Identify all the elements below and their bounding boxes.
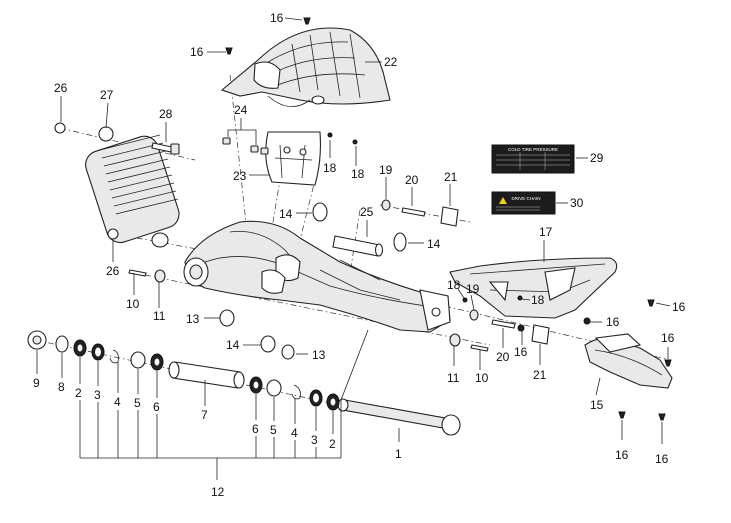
spacer-sleeve [332, 235, 384, 257]
callout-16: 16 [606, 315, 620, 329]
callout-4: 4 [291, 426, 298, 440]
callout-18: 18 [351, 167, 365, 181]
callout-17: 17 [539, 225, 553, 239]
drive-chain-title: DRIVE CHAIN [511, 196, 540, 201]
callout-13: 13 [186, 312, 200, 326]
callout-30: 30 [570, 196, 584, 210]
callout-22: 22 [384, 55, 398, 69]
right-bearing-stack [249, 376, 340, 411]
callout-11: 11 [153, 309, 166, 323]
callout-6: 6 [153, 400, 160, 414]
drive-chain-label: DRIVE CHAIN [491, 191, 556, 215]
callout-16: 16 [514, 345, 528, 359]
o-rings [219, 202, 407, 360]
chain-guard [449, 257, 618, 319]
callout-11: 11 [447, 371, 460, 385]
callout-20: 20 [405, 173, 419, 187]
callout-15: 15 [590, 398, 604, 412]
callout-20: 20 [496, 350, 510, 364]
callout-27: 27 [100, 88, 114, 102]
swingarm-body [183, 220, 451, 333]
spring-clips [222, 137, 269, 155]
callout-18: 18 [323, 161, 337, 175]
callout-18: 18 [447, 278, 461, 292]
rear-mudguard [220, 27, 391, 107]
callout-23: 23 [233, 169, 247, 183]
callout-19: 19 [379, 163, 393, 177]
left-bearing-stack [27, 330, 164, 371]
callout-26: 26 [106, 264, 120, 278]
callout-16: 16 [655, 452, 669, 466]
tire-label-title: COLD TIRE PRESSURE [508, 147, 558, 152]
callout-7: 7 [201, 408, 208, 422]
callout-28: 28 [159, 107, 173, 121]
callout-16: 16 [615, 448, 629, 462]
callout-16: 16 [661, 331, 675, 345]
pivot-axle [337, 398, 461, 436]
callout-21: 21 [533, 368, 547, 382]
callout-24: 24 [234, 103, 248, 117]
callout-9: 9 [33, 376, 40, 390]
callout-10: 10 [126, 297, 140, 311]
callout-18: 18 [531, 293, 545, 307]
callout-2: 2 [329, 437, 336, 451]
callout-6: 6 [252, 422, 259, 436]
callout-29: 29 [590, 151, 604, 165]
tire-pressure-label: COLD TIRE PRESSURE [491, 144, 575, 174]
mudguard-bracket [265, 131, 321, 186]
callout-4: 4 [114, 395, 121, 409]
callout-1: 1 [395, 447, 402, 461]
pivot-sleeve [168, 361, 245, 389]
chain-slider [584, 333, 673, 389]
callout-16: 16 [190, 45, 204, 59]
callout-25: 25 [360, 205, 374, 219]
rear-shock-absorber [85, 126, 180, 248]
callout-19: 19 [466, 282, 480, 296]
callout-5: 5 [134, 396, 141, 410]
callout-2: 2 [75, 386, 82, 400]
callout-16: 16 [672, 300, 686, 314]
callout-3: 3 [311, 433, 318, 447]
callout-3: 3 [94, 388, 101, 402]
callout-10: 10 [475, 371, 489, 385]
callout-16: 16 [270, 11, 284, 25]
callout-14: 14 [427, 237, 441, 251]
callout-8: 8 [58, 380, 65, 394]
callout-5: 5 [270, 423, 277, 437]
leader-lines [36, 17, 671, 480]
callout-14: 14 [226, 338, 240, 352]
callout-21: 21 [444, 170, 458, 184]
callout-13: 13 [312, 348, 326, 362]
callout-numbers: 1 2 2 3 3 4 4 5 5 6 6 7 8 9 10 10 11 11 … [33, 11, 686, 499]
callout-14: 14 [279, 207, 293, 221]
callout-26: 26 [54, 81, 68, 95]
callout-12: 12 [211, 485, 225, 499]
